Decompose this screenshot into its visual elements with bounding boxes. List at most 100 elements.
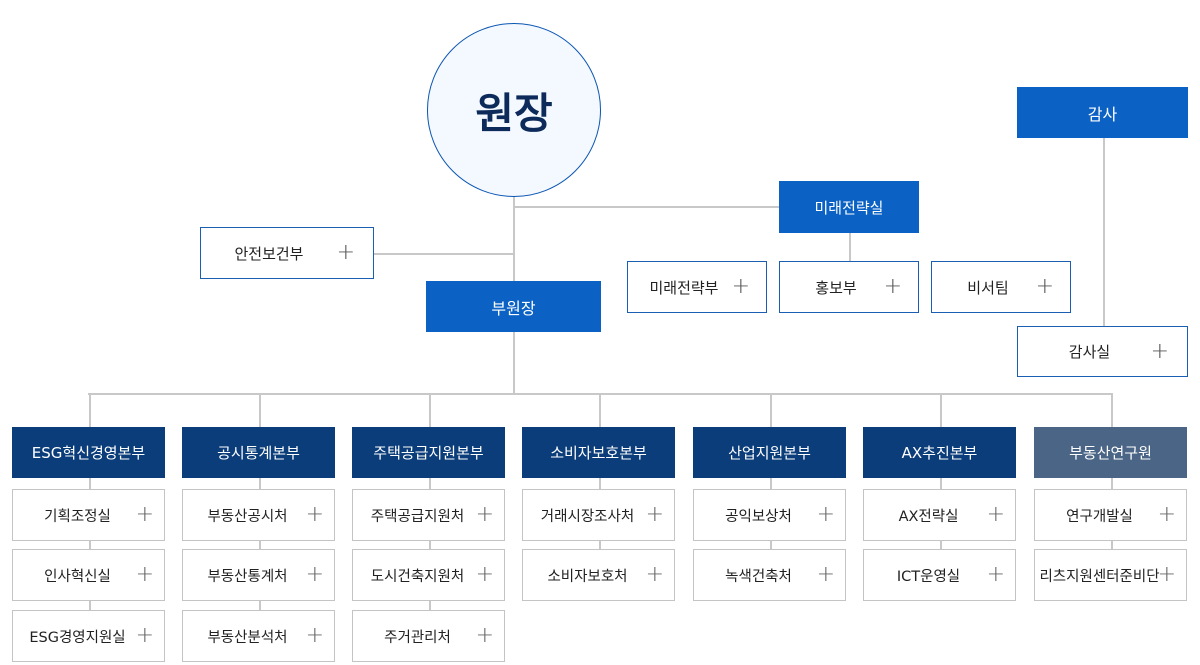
division-header[interactable]: 소비자보호본부: [522, 427, 675, 478]
unit-node[interactable]: 부동산통계처 +: [182, 549, 335, 601]
unit-node[interactable]: 인사혁신실 +: [12, 549, 165, 601]
unit-label: 부동산공시처: [207, 508, 288, 525]
plus-icon[interactable]: +: [475, 562, 494, 587]
division-header[interactable]: ESG혁신경영본부: [12, 427, 165, 478]
connector-unit-stack: [259, 478, 261, 610]
plus-icon[interactable]: +: [135, 623, 154, 648]
unit-label: 부동산통계처: [207, 568, 288, 585]
unit-label: 주거관리처: [384, 629, 451, 646]
connector-unit-stack: [429, 478, 431, 610]
connector-division-drop: [599, 393, 601, 427]
director-node: 원장: [427, 23, 601, 197]
unit-node[interactable]: 리츠지원센터준비단+: [1034, 549, 1187, 601]
safety-node[interactable]: 안전보건부 +: [200, 227, 374, 279]
connector-director-deputy: [513, 197, 515, 281]
plus-icon[interactable]: +: [135, 502, 154, 527]
unit-label: ESG경영지원실: [29, 629, 126, 646]
unit-label: 소비자보호처: [547, 568, 628, 585]
plus-icon[interactable]: +: [336, 240, 355, 265]
plus-icon[interactable]: +: [1150, 338, 1169, 364]
unit-node[interactable]: ESG경영지원실 +: [12, 610, 165, 662]
unit-node[interactable]: 주택공급지원처 +: [352, 489, 505, 541]
plus-icon[interactable]: +: [135, 562, 154, 587]
unit-label: 연구개발실: [1066, 508, 1133, 525]
connector-division-drop: [259, 393, 261, 427]
connector-division-drop: [770, 393, 772, 427]
plus-icon[interactable]: +: [1157, 562, 1176, 587]
plus-icon[interactable]: +: [883, 274, 902, 299]
unit-label: ICT운영실: [896, 568, 961, 585]
connector-director-future: [513, 206, 779, 208]
auditor-node[interactable]: 감사: [1017, 87, 1188, 138]
connector-future-children: [849, 233, 851, 261]
audit-office-node[interactable]: 감사실 +: [1017, 326, 1188, 377]
connector-division-drop: [940, 393, 942, 427]
deputy-label: 부원장: [491, 298, 536, 318]
division-label: 부동산연구원: [1069, 444, 1152, 462]
division-label: AX추진본부: [901, 444, 978, 462]
division-header[interactable]: 주택공급지원본부: [352, 427, 505, 478]
plus-icon[interactable]: +: [731, 274, 750, 299]
unit-label: 인사혁신실: [44, 568, 111, 585]
plus-icon[interactable]: +: [305, 502, 324, 527]
unit-label: 거래시장조사처: [540, 508, 635, 525]
unit-node[interactable]: 소비자보호처 +: [522, 549, 675, 601]
unit-label: 녹색건축처: [725, 568, 792, 585]
connector-division-drop: [1111, 393, 1113, 427]
unit-node[interactable]: 부동산공시처 +: [182, 489, 335, 541]
connector-division-drop: [429, 393, 431, 427]
plus-icon[interactable]: +: [475, 502, 494, 527]
future-child-node[interactable]: 비서팀 +: [931, 261, 1071, 313]
unit-label: 공익보상처: [725, 508, 792, 525]
future-child-label: 미래전략부: [649, 278, 719, 297]
plus-icon[interactable]: +: [475, 623, 494, 648]
division-header[interactable]: 부동산연구원: [1034, 427, 1187, 478]
unit-node[interactable]: AX전략실 +: [863, 489, 1016, 541]
unit-node[interactable]: 거래시장조사처 +: [522, 489, 675, 541]
auditor-label: 감사: [1087, 104, 1118, 124]
division-label: 산업지원본부: [728, 444, 811, 462]
deputy-node[interactable]: 부원장: [426, 281, 601, 332]
plus-icon[interactable]: +: [816, 562, 835, 587]
unit-label: AX전략실: [898, 508, 959, 525]
connector-safety: [374, 253, 514, 255]
unit-node[interactable]: 녹색건축처 +: [693, 549, 846, 601]
unit-label: 리츠지원센터준비단: [1039, 568, 1160, 585]
plus-icon[interactable]: +: [986, 502, 1005, 527]
unit-node[interactable]: 부동산분석처 +: [182, 610, 335, 662]
unit-node[interactable]: 도시건축지원처 +: [352, 549, 505, 601]
unit-node[interactable]: 기획조정실 +: [12, 489, 165, 541]
unit-label: 도시건축지원처: [370, 568, 465, 585]
division-header[interactable]: 산업지원본부: [693, 427, 846, 478]
unit-label: 부동산분석처: [207, 629, 288, 646]
future-child-node[interactable]: 홍보부 +: [779, 261, 919, 313]
division-label: 소비자보호본부: [550, 444, 647, 462]
director-title: 원장: [475, 88, 553, 138]
future-strategy-node[interactable]: 미래전략실: [779, 181, 919, 233]
unit-label: 주택공급지원처: [370, 508, 465, 525]
unit-node[interactable]: 연구개발실 +: [1034, 489, 1187, 541]
plus-icon[interactable]: +: [986, 562, 1005, 587]
unit-node[interactable]: 공익보상처 +: [693, 489, 846, 541]
future-child-node[interactable]: 미래전략부 +: [627, 261, 767, 313]
connector-audit: [1103, 138, 1105, 326]
plus-icon[interactable]: +: [816, 502, 835, 527]
division-header[interactable]: 공시통계본부: [182, 427, 335, 478]
audit-office-label: 감사실: [1068, 343, 1111, 361]
connector-unit-stack: [89, 478, 91, 610]
future-child-label: 홍보부: [815, 278, 857, 297]
plus-icon[interactable]: +: [645, 502, 664, 527]
plus-icon[interactable]: +: [305, 562, 324, 587]
unit-node[interactable]: 주거관리처 +: [352, 610, 505, 662]
division-label: 공시통계본부: [217, 444, 300, 462]
plus-icon[interactable]: +: [1157, 502, 1176, 527]
plus-icon[interactable]: +: [1035, 274, 1054, 299]
future-strategy-label: 미래전략실: [814, 198, 884, 217]
unit-node[interactable]: ICT운영실 +: [863, 549, 1016, 601]
plus-icon[interactable]: +: [645, 562, 664, 587]
connector-deputy-bus: [513, 332, 515, 394]
unit-label: 기획조정실: [44, 508, 111, 525]
plus-icon[interactable]: +: [305, 623, 324, 648]
division-header[interactable]: AX추진본부: [863, 427, 1016, 478]
future-child-label: 비서팀: [967, 278, 1009, 297]
